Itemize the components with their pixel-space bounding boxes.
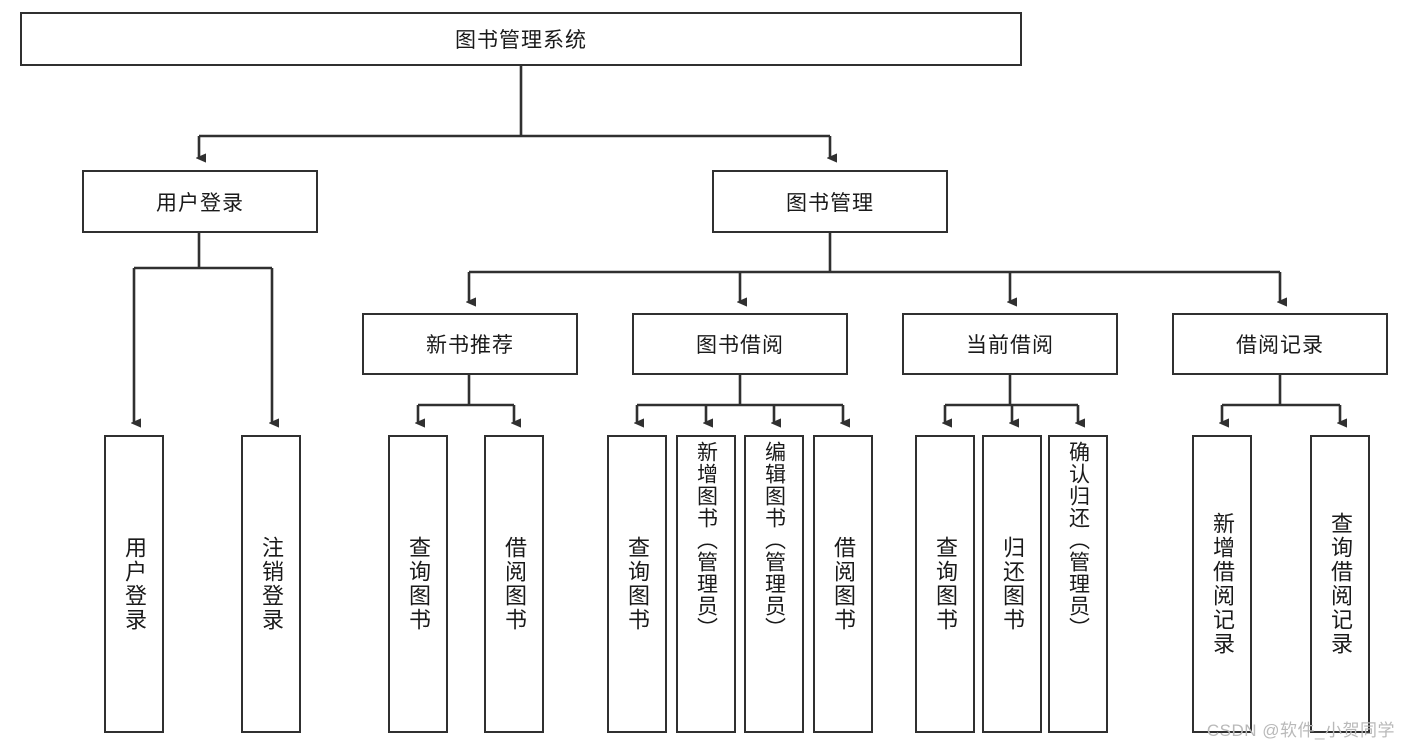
- node-leaf-user-login-label: 用户登录: [122, 536, 147, 632]
- node-leaf-confirm-return-label: 确认归还（管理员）: [1066, 441, 1090, 639]
- node-leaf-query-book-3[interactable]: 查询图书: [915, 435, 975, 733]
- node-leaf-user-login[interactable]: 用户登录: [104, 435, 164, 733]
- node-leaf-query-book-3-label: 查询图书: [933, 536, 958, 632]
- node-borrow-record-label: 借阅记录: [1236, 334, 1324, 357]
- node-leaf-query-book-1[interactable]: 查询图书: [388, 435, 448, 733]
- node-leaf-logout-label: 注销登录: [259, 536, 284, 632]
- node-book-borrow[interactable]: 图书借阅: [632, 313, 848, 375]
- node-new-book-rec-label: 新书推荐: [426, 334, 514, 357]
- node-leaf-borrow-book-2[interactable]: 借阅图书: [813, 435, 873, 733]
- node-book-borrow-label: 图书借阅: [696, 334, 784, 357]
- node-leaf-borrow-book-1[interactable]: 借阅图书: [484, 435, 544, 733]
- node-leaf-add-book-label: 新增图书（管理员）: [694, 441, 718, 639]
- node-current-borrow[interactable]: 当前借阅: [902, 313, 1118, 375]
- watermark: CSDN @软件_小贺同学: [1206, 721, 1395, 740]
- node-leaf-add-record-label: 新增借阅记录: [1210, 512, 1235, 656]
- node-user-login[interactable]: 用户登录: [82, 170, 318, 233]
- node-leaf-return-book[interactable]: 归还图书: [982, 435, 1042, 733]
- node-leaf-query-book-2-label: 查询图书: [625, 536, 650, 632]
- node-root[interactable]: 图书管理系统: [20, 12, 1022, 66]
- node-leaf-query-record-label: 查询借阅记录: [1328, 512, 1353, 656]
- node-leaf-add-book[interactable]: 新增图书（管理员）: [676, 435, 736, 733]
- node-leaf-edit-book-label: 编辑图书（管理员）: [762, 441, 786, 639]
- node-new-book-rec[interactable]: 新书推荐: [362, 313, 578, 375]
- node-leaf-query-record[interactable]: 查询借阅记录: [1310, 435, 1370, 733]
- node-leaf-edit-book[interactable]: 编辑图书（管理员）: [744, 435, 804, 733]
- node-leaf-borrow-book-2-label: 借阅图书: [831, 536, 856, 632]
- node-root-label: 图书管理系统: [455, 29, 587, 52]
- node-book-manage[interactable]: 图书管理: [712, 170, 948, 233]
- node-leaf-query-book-1-label: 查询图书: [406, 536, 431, 632]
- node-leaf-confirm-return[interactable]: 确认归还（管理员）: [1048, 435, 1108, 733]
- node-leaf-query-book-2[interactable]: 查询图书: [607, 435, 667, 733]
- node-borrow-record[interactable]: 借阅记录: [1172, 313, 1388, 375]
- node-user-login-label: 用户登录: [156, 191, 244, 215]
- node-leaf-borrow-book-1-label: 借阅图书: [502, 536, 527, 632]
- node-leaf-add-record[interactable]: 新增借阅记录: [1192, 435, 1252, 733]
- node-book-manage-label: 图书管理: [786, 191, 874, 215]
- node-leaf-logout[interactable]: 注销登录: [241, 435, 301, 733]
- node-leaf-return-book-label: 归还图书: [1000, 536, 1025, 632]
- node-current-borrow-label: 当前借阅: [966, 334, 1054, 357]
